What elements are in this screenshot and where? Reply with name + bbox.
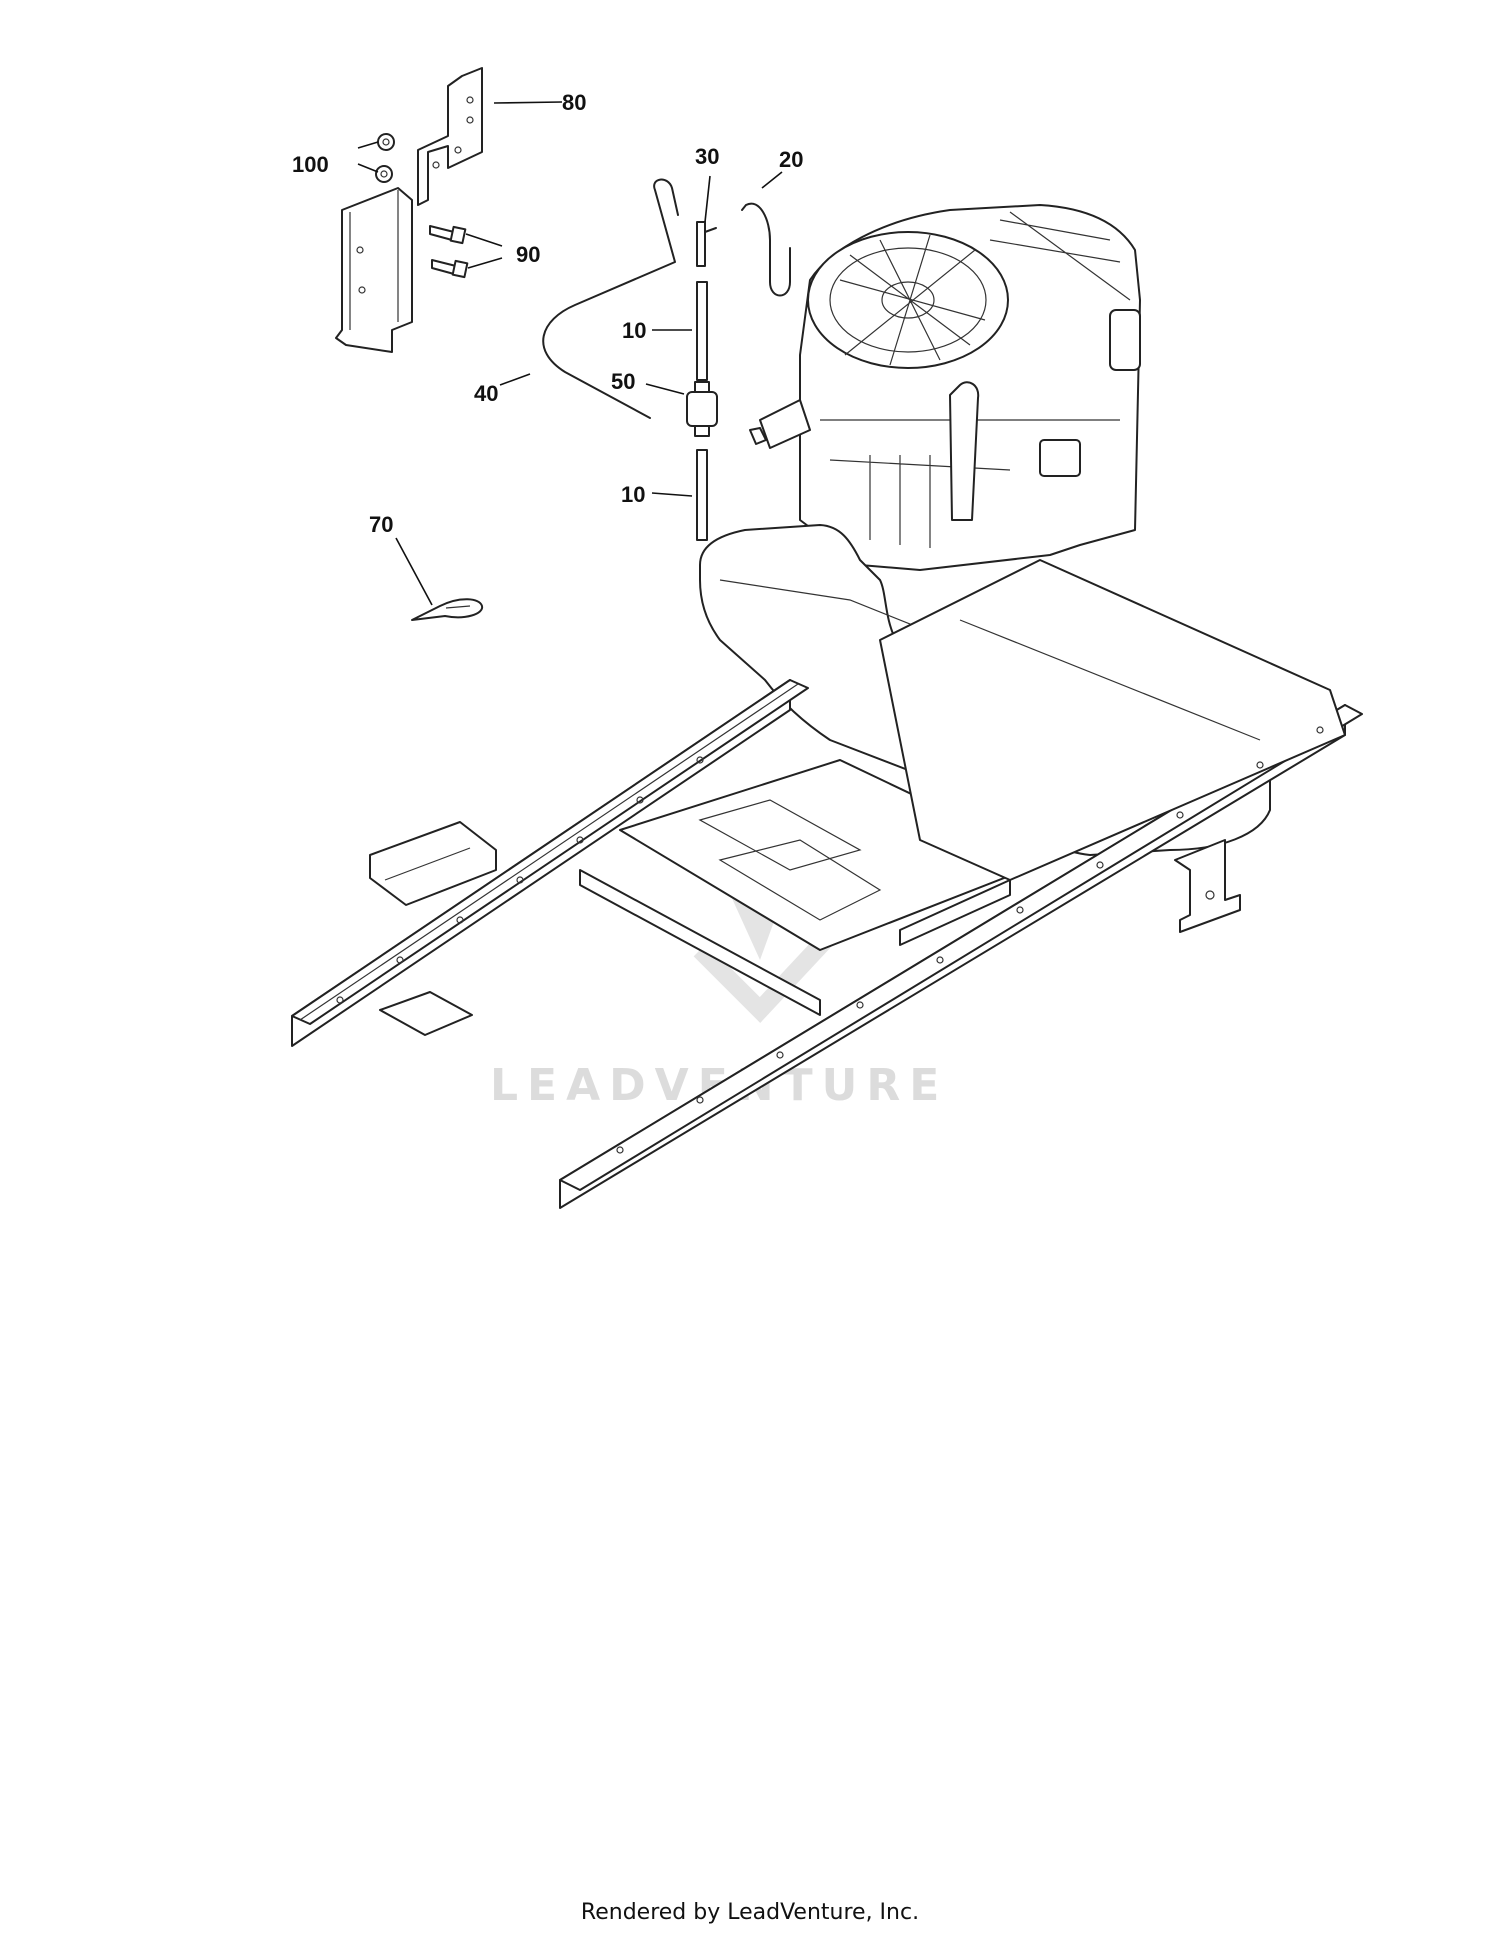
cable-tie-part-70 — [411, 598, 484, 621]
hose-part-10-lower — [696, 449, 708, 541]
bolt-part-90 — [429, 225, 469, 279]
fuel-filter-part-50 — [686, 381, 718, 437]
callout-70: 70 — [369, 512, 393, 537]
callout-80: 80 — [562, 90, 586, 115]
clamp-part-30 — [696, 221, 717, 267]
callout-90: 90 — [516, 242, 540, 267]
engine — [749, 204, 1141, 571]
callout-40: 40 — [474, 381, 498, 406]
nut-part-100 — [375, 133, 395, 183]
bracket-part-80 — [417, 67, 483, 206]
callout-30: 30 — [695, 144, 719, 169]
mount-bracket — [335, 187, 413, 353]
callout-100: 100 — [292, 152, 329, 177]
leader-lines — [357, 101, 783, 606]
chassis-frame — [291, 559, 1363, 1209]
callout-20: 20 — [779, 147, 803, 172]
hose-part-10-upper — [696, 281, 708, 381]
footer-credit: Rendered by LeadVenture, Inc. — [580, 1900, 920, 1925]
fuel-line-part-40 — [542, 178, 679, 419]
line-part-20 — [741, 202, 791, 297]
callout-50: 50 — [611, 369, 635, 394]
callout-10-upper: 10 — [622, 318, 646, 343]
callout-10-lower: 10 — [621, 482, 645, 507]
